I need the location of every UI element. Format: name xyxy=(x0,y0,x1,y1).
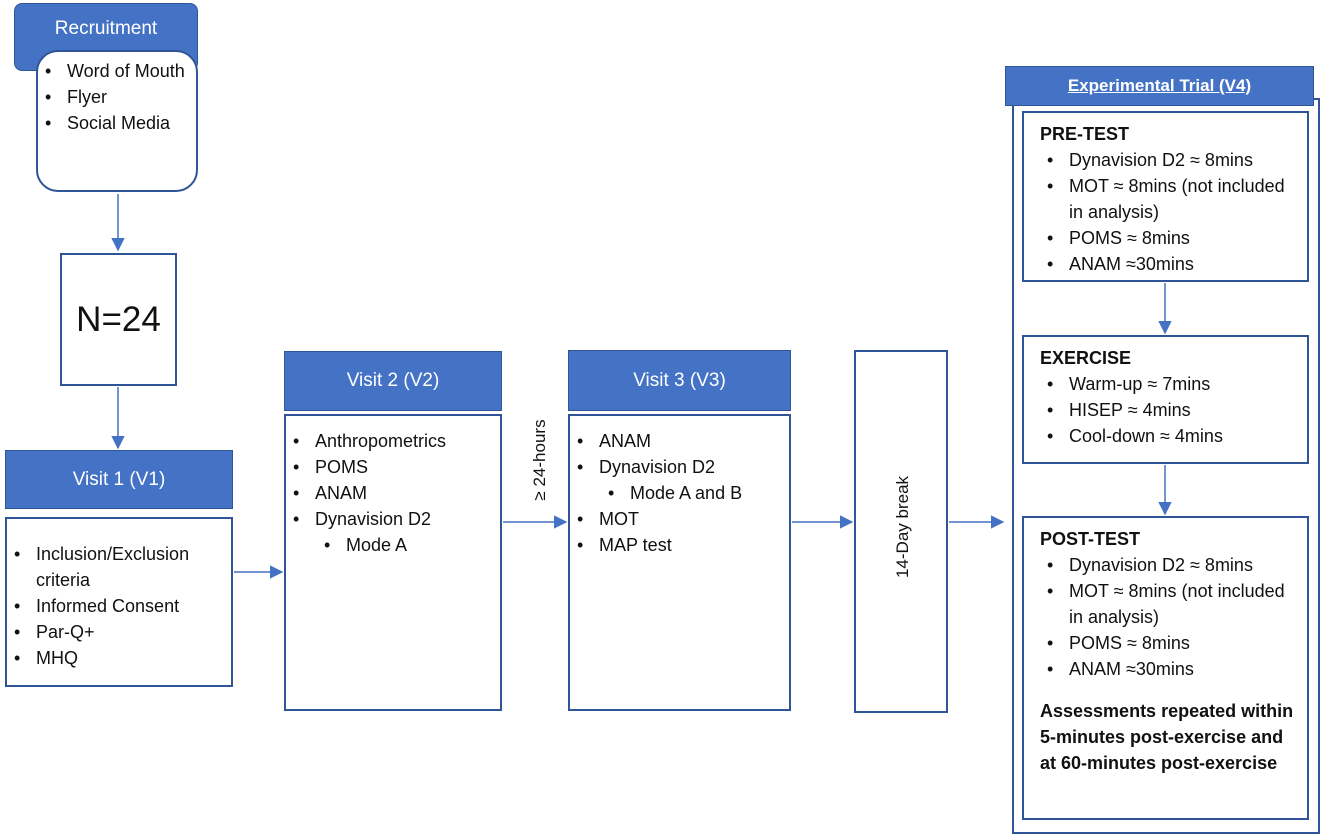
visit1-header: Visit 1 (V1) xyxy=(5,450,233,509)
list-item: Dynavision D2 xyxy=(286,506,500,532)
list-item: MAP test xyxy=(570,532,789,558)
list-item: MOT ≈ 8mins (not included in analysis) xyxy=(1040,173,1301,225)
list-item: ANAM ≈30mins xyxy=(1040,656,1301,682)
list-item: HISEP ≈ 4mins xyxy=(1040,397,1301,423)
visit2-header: Visit 2 (V2) xyxy=(284,351,502,411)
visit2-title: Visit 2 (V2) xyxy=(346,370,440,391)
visit3-box: ANAM Dynavision D2 Mode A and B MOT MAP … xyxy=(568,414,791,711)
list-item: Flyer xyxy=(38,84,190,110)
sample-size-label: N=24 xyxy=(76,299,161,339)
list-item: ANAM xyxy=(570,428,789,454)
list-item: Anthropometrics xyxy=(286,428,500,454)
post-test-note: Assessments repeated within 5-minutes po… xyxy=(1040,701,1294,773)
list-sub-item: Mode A xyxy=(286,532,500,558)
list-item: POMS ≈ 8mins xyxy=(1040,225,1301,251)
visit1-box: Inclusion/Exclusion criteria Informed Co… xyxy=(5,517,233,687)
break-box: 14-Day break xyxy=(854,350,948,713)
list-item: Word of Mouth xyxy=(38,58,190,84)
list-item: Dynavision D2 ≈ 8mins xyxy=(1040,552,1301,578)
pre-test-title: PRE-TEST xyxy=(1040,124,1130,144)
post-test-box: POST-TEST Dynavision D2 ≈ 8mins MOT ≈ 8m… xyxy=(1022,516,1309,820)
exercise-list: Warm-up ≈ 7mins HISEP ≈ 4mins Cool-down … xyxy=(1040,371,1301,449)
list-item: Social Media xyxy=(38,110,190,136)
list-item: Inclusion/Exclusion criteria xyxy=(7,541,225,593)
list-item: MHQ xyxy=(7,645,225,671)
visit2-list: Anthropometrics POMS ANAM Dynavision D2 … xyxy=(286,428,500,558)
list-item: Warm-up ≈ 7mins xyxy=(1040,371,1301,397)
list-item: ANAM ≈30mins xyxy=(1040,251,1301,277)
exercise-box: EXERCISE Warm-up ≈ 7mins HISEP ≈ 4mins C… xyxy=(1022,335,1309,464)
recruitment-title: Recruitment xyxy=(54,18,158,39)
visit1-title: Visit 1 (V1) xyxy=(72,468,166,490)
list-item: Informed Consent xyxy=(7,593,225,619)
pre-test-box: PRE-TEST Dynavision D2 ≈ 8mins MOT ≈ 8mi… xyxy=(1022,111,1309,282)
post-test-title: POST-TEST xyxy=(1040,529,1141,549)
list-item: POMS xyxy=(286,454,500,480)
list-item: MOT xyxy=(570,506,789,532)
visit3-list: ANAM Dynavision D2 Mode A and B MOT MAP … xyxy=(570,428,789,558)
list-item: MOT ≈ 8mins (not included in analysis) xyxy=(1040,578,1301,630)
visit2-box: Anthropometrics POMS ANAM Dynavision D2 … xyxy=(284,414,502,711)
visit3-title: Visit 3 (V3) xyxy=(633,369,726,391)
list-item: Par-Q+ xyxy=(7,619,225,645)
trial-title: Experimental Trial (V4) xyxy=(1067,76,1252,95)
visit1-list: Inclusion/Exclusion criteria Informed Co… xyxy=(7,541,225,671)
list-sub-item: Mode A and B xyxy=(570,480,789,506)
list-item: Cool-down ≈ 4mins xyxy=(1040,423,1301,449)
trial-header: Experimental Trial (V4) xyxy=(1005,66,1314,106)
list-item: ANAM xyxy=(286,480,500,506)
visit3-header: Visit 3 (V3) xyxy=(568,350,791,411)
post-test-list: Dynavision D2 ≈ 8mins MOT ≈ 8mins (not i… xyxy=(1040,552,1301,682)
exercise-title: EXERCISE xyxy=(1040,348,1132,368)
list-item: POMS ≈ 8mins xyxy=(1040,630,1301,656)
pre-test-list: Dynavision D2 ≈ 8mins MOT ≈ 8mins (not i… xyxy=(1040,147,1301,277)
sample-size-box: N=24 xyxy=(60,253,177,386)
recruitment-box: Word of Mouth Flyer Social Media xyxy=(36,50,198,192)
list-item: Dynavision D2 xyxy=(570,454,789,480)
list-item: Dynavision D2 ≈ 8mins xyxy=(1040,147,1301,173)
recruitment-list: Word of Mouth Flyer Social Media xyxy=(38,58,190,136)
